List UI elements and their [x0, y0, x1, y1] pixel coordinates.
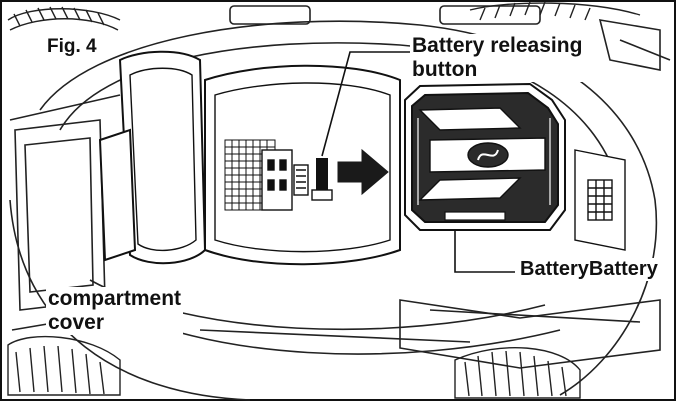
insert-arrow-icon [337, 148, 389, 196]
battery-release-callout-line1: Battery releasing [412, 34, 583, 57]
battery-pack [404, 82, 566, 231]
wheel-treads [7, 1, 641, 399]
side-grille [574, 149, 626, 251]
battery-compartment [204, 64, 401, 266]
figure-number: Fig. 4 [44, 36, 100, 58]
compartment-cover [98, 50, 207, 265]
battery-release-callout-line2: button [412, 58, 478, 82]
mower-body [9, 5, 671, 401]
battery-callout: BatteryBattery [518, 258, 660, 281]
battery-terminal [261, 149, 309, 211]
compartment-cover-callout: compartment cover [46, 287, 184, 336]
battery-release-callout: Battery releasing button [410, 34, 585, 83]
compartment-cover-callout-line2: cover [48, 311, 105, 335]
compartment-cover-callout-line1: compartment [48, 287, 182, 310]
battery-release-button [311, 158, 333, 201]
